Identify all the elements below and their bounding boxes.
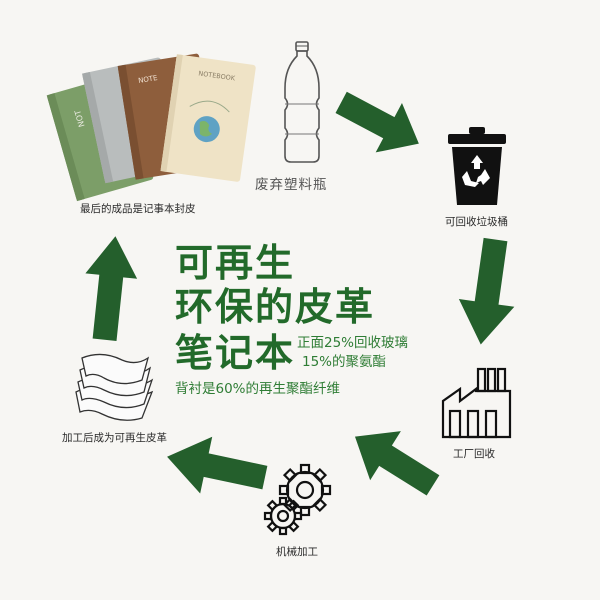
step-label-notebook: 最后的成品是记事本封皮 — [80, 203, 196, 215]
arrow-sheets-to-notebook — [85, 236, 138, 341]
step-label-factory: 工厂回收 — [453, 448, 495, 460]
recycle-bin-icon — [448, 127, 506, 205]
notebooks-image: NOT NOTE NOTEBOOK — [46, 53, 256, 202]
factory-icon — [441, 367, 512, 439]
paper-sheets-icon — [75, 353, 154, 421]
title-line-1: 可再生 — [175, 241, 296, 285]
arrow-factory-to-gears — [354, 431, 440, 496]
step-label-bottle: 废弃塑料瓶 — [255, 177, 328, 193]
subtitle-line-2: 15%的聚氨酯 — [302, 354, 387, 370]
title-line-2: 环保的皮革 — [175, 285, 376, 329]
subtitle-lining: 背衬是60%的再生聚酯纤维 — [175, 381, 341, 397]
step-label-bin: 可回收垃圾桶 — [445, 216, 508, 228]
title-line-3: 笔记本 — [175, 331, 296, 375]
plastic-bottle-icon — [284, 41, 320, 163]
step-label-machine: 机械加工 — [276, 546, 318, 558]
arrow-bin-to-factory — [458, 237, 515, 345]
arrow-gears-to-sheets — [167, 436, 268, 494]
subtitle-line-1: 正面25%回收玻璃 — [297, 335, 409, 351]
notebook-text: NOTE — [138, 74, 158, 85]
arrow-bottle-to-bin — [335, 91, 419, 153]
gears-icon — [263, 463, 332, 536]
step-label-sheets: 加工后成为可再生皮革 — [62, 432, 167, 444]
